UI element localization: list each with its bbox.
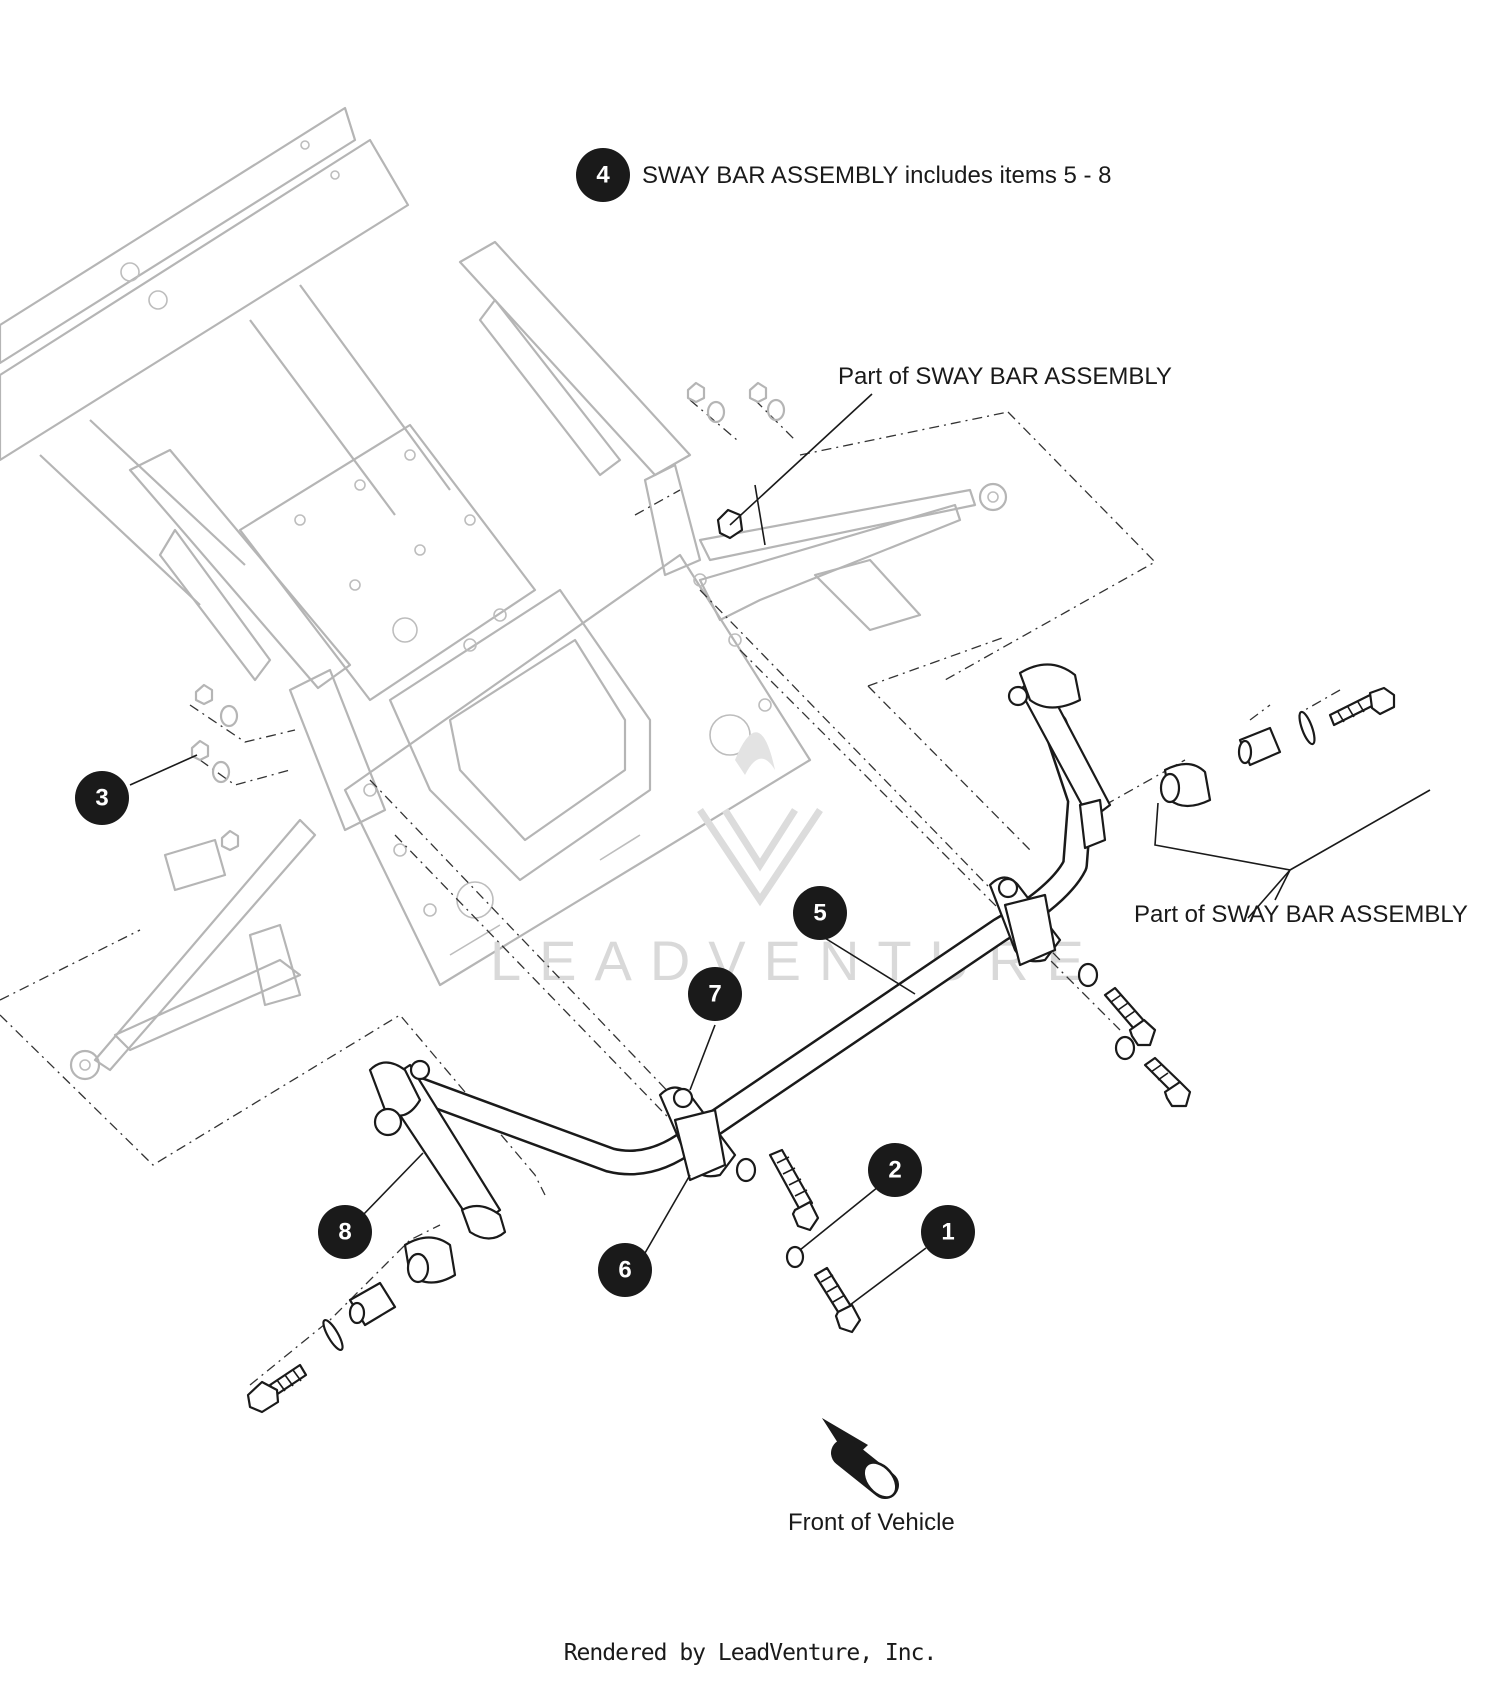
svg-text:5: 5 [813,900,826,927]
vehicle-frame [0,106,1008,1081]
front-arrow-icon [822,1418,899,1499]
bar-clamps [658,876,1062,1182]
svg-text:3: 3 [95,785,108,812]
svg-text:6: 6 [618,1257,631,1284]
balloon-1: 1 [921,1205,975,1259]
left-end-link [246,1059,507,1414]
sway-bar [407,712,1093,1176]
balloon-4-number: 4 [596,162,610,189]
watermark: LEADVENTURE [490,732,1084,992]
grouping-boxes [0,399,1341,1386]
balloon-8: 8 [318,1205,372,1259]
footer-credit: Rendered by LeadVenture, Inc. [563,1640,938,1666]
callout-part-top: Part of SWAY BAR ASSEMBLY [838,363,1172,390]
hardware [190,381,1192,1334]
balloon-2: 2 [868,1143,922,1197]
balloon-5: 5 [793,886,847,940]
balloon-6: 6 [598,1243,652,1297]
svg-text:1: 1 [941,1219,954,1246]
header-text: SWAY BAR ASSEMBLY includes items 5 - 8 [642,162,1112,189]
right-end-link [1007,663,1396,850]
svg-text:7: 7 [708,981,721,1008]
balloon-7: 7 [688,967,742,1021]
svg-text:2: 2 [888,1157,901,1184]
svg-text:8: 8 [338,1219,351,1246]
leader-lines [129,393,1431,1306]
front-of-vehicle-label: Front of Vehicle [788,1509,955,1536]
balloon-4: 4 [576,148,630,202]
balloon-3: 3 [75,771,129,825]
callout-part-right: Part of SWAY BAR ASSEMBLY [1134,901,1468,928]
